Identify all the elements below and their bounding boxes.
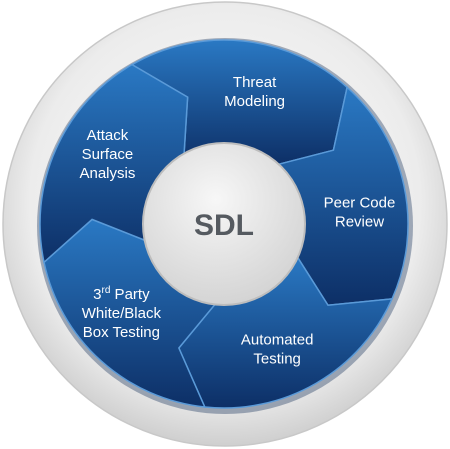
segment-label-line: White/Black [82,305,162,322]
segments-layer [39,39,409,409]
center-circle [142,142,306,306]
center-label: SDL [194,209,254,242]
segment-label-line: Automated [241,332,314,349]
segment-label-line: Modeling [224,93,285,110]
segment-label-line: Review [335,214,384,231]
segment-label-line: Analysis [79,165,135,182]
segment-label-line: Box Testing [83,324,160,341]
segment-label-line: Attack [87,127,129,144]
segment-label-line: Threat [233,74,277,91]
segment-label-line: Surface [82,146,134,163]
segment-label-line: Testing [253,351,301,368]
segment-label-line: Peer Code [324,195,396,212]
